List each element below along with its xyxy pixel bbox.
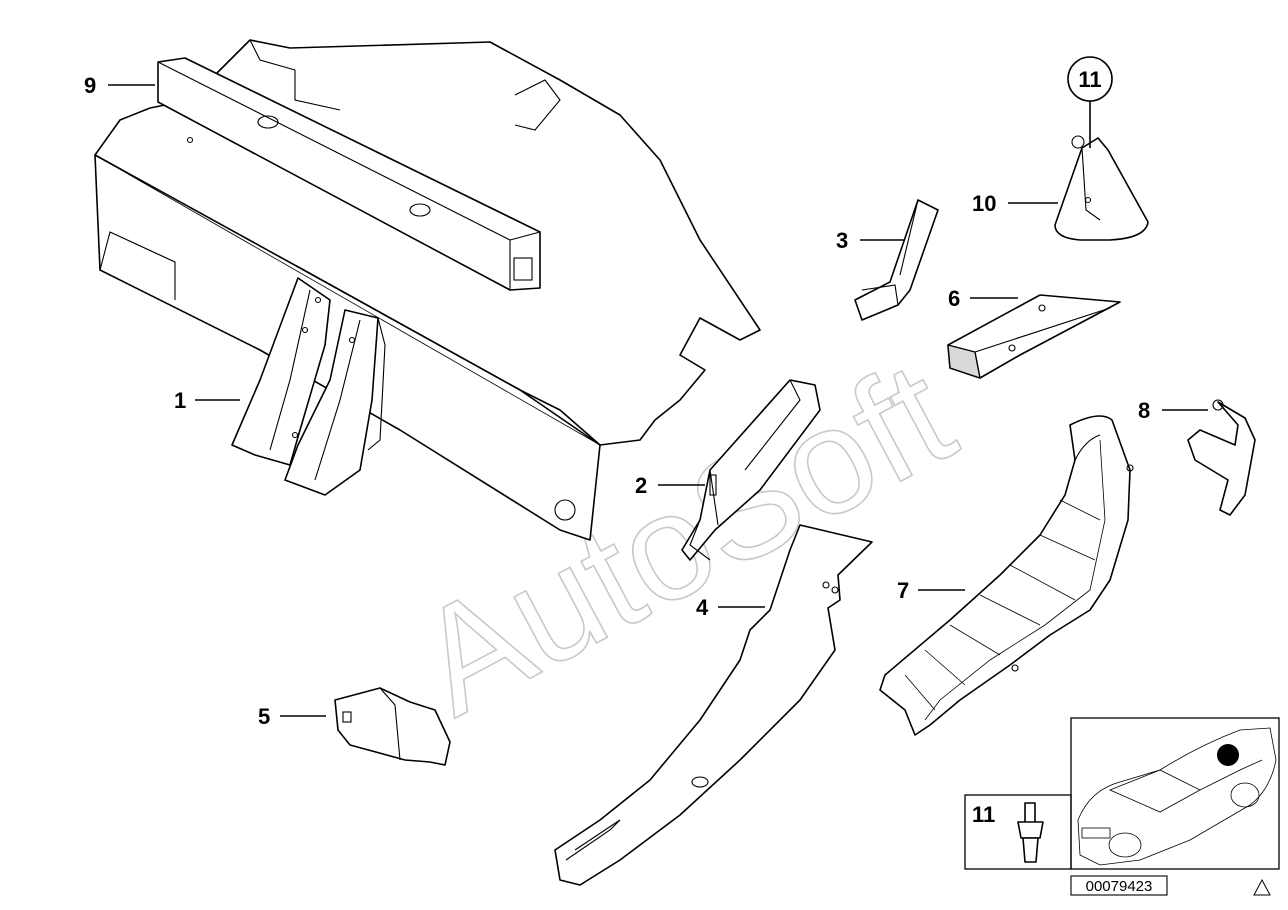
document-number: 00079423 bbox=[1086, 878, 1153, 895]
callout-9: 9 bbox=[84, 73, 96, 98]
part-8-clip[interactable] bbox=[1187, 399, 1256, 516]
callout-5: 5 bbox=[258, 704, 270, 729]
callout-4: 4 bbox=[696, 595, 709, 620]
callout-11-inset: 11 bbox=[972, 802, 995, 827]
part-2-bracket[interactable] bbox=[681, 379, 821, 561]
callout-7: 7 bbox=[897, 578, 909, 603]
part-4-strip[interactable] bbox=[554, 524, 873, 886]
callout-1: 1 bbox=[174, 388, 186, 413]
callout-2: 2 bbox=[635, 473, 647, 498]
callout-11-circle: 11 bbox=[1067, 56, 1113, 102]
callout-8: 8 bbox=[1138, 398, 1150, 423]
callout-3: 3 bbox=[836, 228, 848, 253]
car-location-illustration bbox=[1077, 727, 1277, 866]
part-3-bracket[interactable] bbox=[854, 199, 939, 321]
part-10-bracket[interactable] bbox=[1054, 135, 1149, 241]
part-11-rivet[interactable] bbox=[1017, 802, 1044, 863]
document-number-box: 00079423 bbox=[1070, 875, 1168, 896]
triangle-mark-icon bbox=[1253, 878, 1271, 896]
location-marker-icon bbox=[1217, 744, 1239, 766]
part-6-bracket[interactable] bbox=[947, 294, 1121, 379]
callout-labels: 9 1 2 3 6 10 8 7 4 5 11 bbox=[84, 73, 1150, 827]
inset-frame bbox=[964, 717, 1280, 870]
part-1-support-bracket[interactable] bbox=[231, 277, 386, 496]
svg-text:11: 11 bbox=[1078, 67, 1101, 92]
part-5-bracket[interactable] bbox=[334, 687, 451, 766]
part-7-trim-panel[interactable] bbox=[879, 415, 1134, 736]
leader-lines bbox=[108, 84, 1208, 717]
callout-10: 10 bbox=[972, 191, 996, 216]
callout-6: 6 bbox=[948, 286, 960, 311]
